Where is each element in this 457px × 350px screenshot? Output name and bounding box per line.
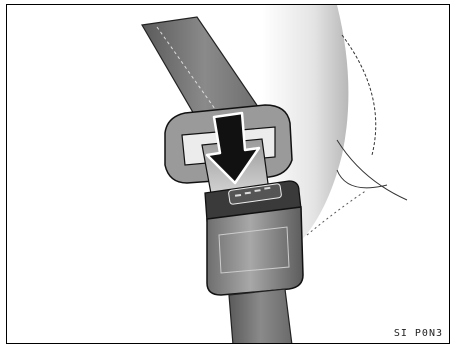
belt-strap-lower [229,289,292,344]
seatbelt-buckle-illustration [7,5,450,344]
illustration-frame: SI P0N3 [6,4,450,344]
figure-code-label: SI P0N3 [394,328,443,339]
seat-edge-line [337,140,407,200]
